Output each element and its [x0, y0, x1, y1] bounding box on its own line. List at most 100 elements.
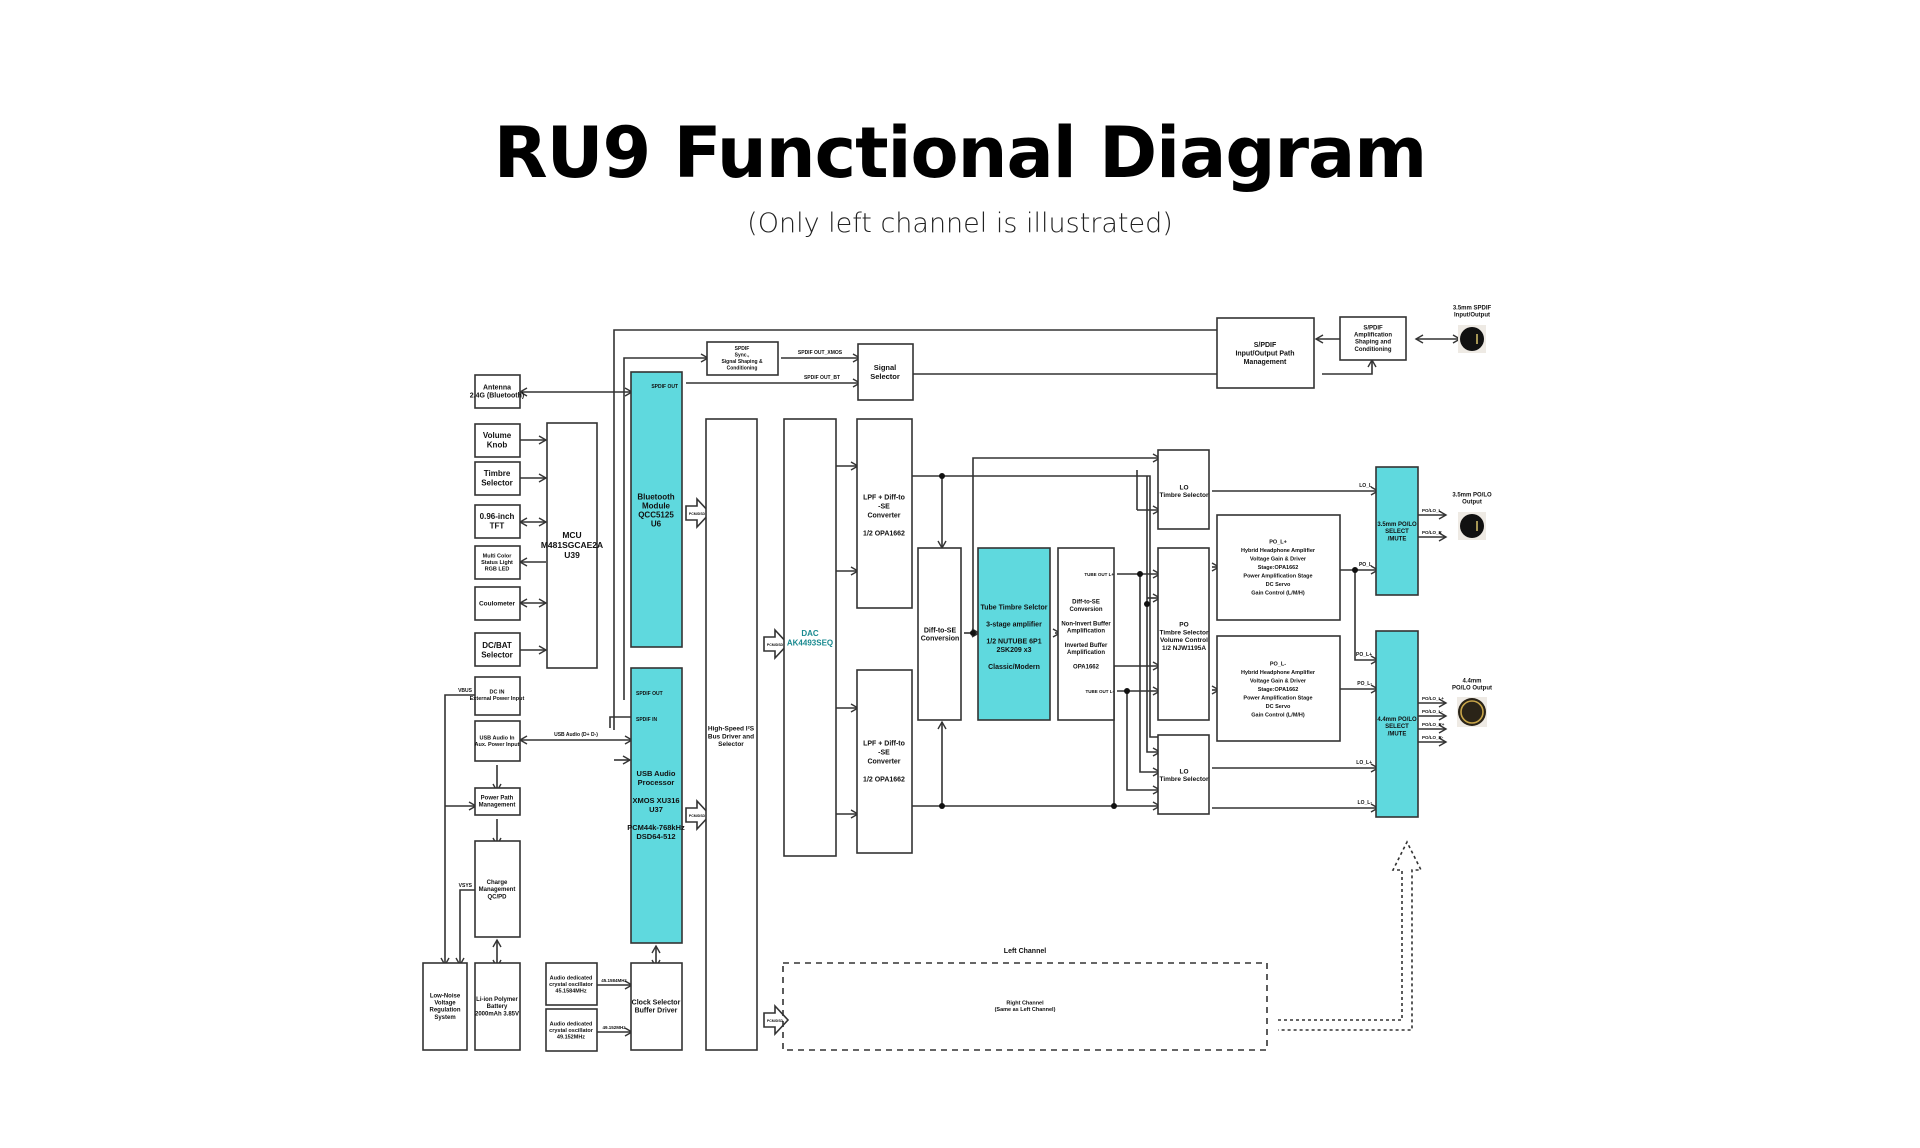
po-timbre-selector-block — [1157, 547, 1210, 721]
usb-audio-processor-block — [630, 667, 683, 944]
lpf-bottom-block — [856, 669, 913, 854]
lo-l-minus-label: LO_L- — [1358, 800, 1373, 806]
timbre-selector-block — [474, 461, 521, 496]
out-44-rm-label: PO/LO_R- — [1422, 735, 1444, 740]
pcm-dsd-label-dac: PCM/DSD — [767, 643, 784, 647]
coulometer-block — [474, 586, 521, 621]
volume-knob-block — [474, 423, 521, 458]
usb-audio-in-block — [474, 720, 521, 762]
lo-l-label: LO_L — [1359, 483, 1372, 489]
status-light-block — [474, 545, 521, 580]
usb-audio-line-label: USB Audio (D+ D-) — [554, 732, 598, 738]
mcu-block — [546, 422, 598, 669]
lo-l-plus-label: LO_L+ — [1356, 760, 1372, 766]
pcm-dsd-label-bt: PCM/DSD — [689, 512, 706, 516]
connectors — [440, 329, 1462, 1037]
tube-out-plus-label: TUBE OUT L+ — [1084, 572, 1114, 577]
tube-timbre-block — [977, 547, 1051, 721]
po-l-label: PO_L — [1359, 562, 1372, 568]
spdif-out-bt-label: SPDIF OUT — [651, 384, 678, 390]
out-35-r-label: PO/LO_R — [1422, 530, 1443, 535]
spdif-out-bt-line-label: SPDIF OUT_BT — [804, 375, 840, 381]
select-mute-44-block — [1375, 630, 1419, 818]
low-noise-regulation-block — [422, 962, 468, 1051]
out-35-l-label: PO/LO_L — [1422, 508, 1442, 513]
tube-out-minus-label: TUBE OUT L- — [1086, 689, 1115, 694]
pcm-dsd-label-right: PCM/DSD — [767, 1019, 784, 1023]
oscillator-2-block — [545, 1008, 598, 1052]
pcm-dsd-label-usb: PCM/DSD — [689, 814, 706, 818]
diff-to-se-block — [917, 547, 962, 721]
buffer-amplification-block — [1057, 547, 1115, 721]
tft-block — [474, 504, 521, 539]
out-44-lm-label: PO/LO_L- — [1422, 709, 1443, 714]
freq-1-label: 45.1584MHz — [601, 978, 627, 983]
oscillator-1-block — [545, 962, 598, 1006]
junction-dots — [939, 473, 1358, 809]
vbus-label: VBUS — [458, 688, 473, 694]
left-channel-label: Left Channel — [1004, 948, 1046, 955]
po-35-jack-icon — [1458, 512, 1486, 540]
dac-block — [783, 418, 837, 857]
lo-timbre-selector-top-block — [1157, 449, 1210, 530]
spdif-amplification-block — [1339, 316, 1407, 361]
po-l-plus-line-label: PO_L+ — [1356, 652, 1372, 658]
blocks — [422, 316, 1419, 1052]
lo-timbre-selector-bottom-block — [1157, 734, 1210, 815]
spdif-out-usb-label: SPDIF OUT — [636, 691, 663, 697]
po-l-minus-line-label: PO_L- — [1357, 681, 1372, 687]
lpf-top-block — [856, 418, 913, 609]
page-title: RU9 Functional Diagram — [493, 112, 1427, 194]
coulometer-label: Coulometer — [479, 600, 516, 607]
out-44-rp-label: PO/LO_R+ — [1422, 722, 1445, 727]
spdif-in-usb-label: SPDIF IN — [636, 717, 658, 723]
po-l-minus-amp-block — [1216, 635, 1341, 742]
clock-selector-block — [630, 962, 683, 1051]
bluetooth-module-block — [630, 371, 683, 648]
out-44-lp-label: PO/LO_L+ — [1422, 696, 1444, 701]
dc-bat-selector-block — [474, 632, 521, 667]
page-subtitle: (Only left channel is illustrated) — [747, 208, 1173, 239]
right-channel-label: Right Channel(Same as Left Channel) — [995, 1001, 1056, 1014]
po-44-jack-icon — [1457, 697, 1487, 727]
spdif-out-xmos-label: SPDIF OUT_XMOS — [798, 350, 843, 356]
battery-block — [474, 962, 521, 1051]
freq-2-label: 49.152MHz — [602, 1025, 626, 1030]
jacks — [1457, 325, 1487, 727]
